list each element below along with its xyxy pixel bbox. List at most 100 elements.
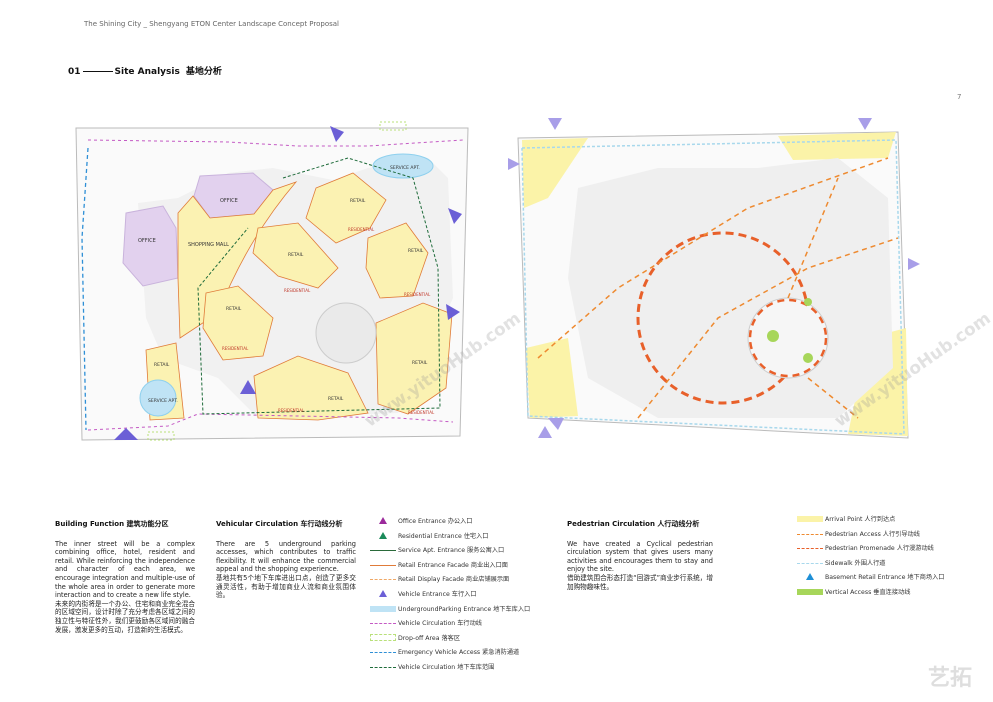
retail-label: RETAIL bbox=[154, 362, 170, 368]
legend-swatch bbox=[379, 590, 387, 597]
basement-extent bbox=[197, 157, 441, 415]
legend-label: Vehicle Entrance 车行入口 bbox=[398, 591, 477, 598]
vehicular-body-cn: 基地共有5个地下车库进出口点，创造了更多交通灵活性，有助于增加商业人流和商业氛围… bbox=[216, 573, 356, 600]
legend-swatch bbox=[797, 589, 823, 595]
pedestrian-body: We have created a Cyclical pedestrian ci… bbox=[567, 539, 713, 574]
legend-label: UndergroundParking Entrance 地下车库入口 bbox=[398, 605, 531, 613]
arrival-arrow bbox=[858, 118, 872, 130]
legend-label: Office Entrance 办公入口 bbox=[398, 518, 473, 525]
vehicular-circulation-text: Vehicular Circulation 车行动线分析 There are 5… bbox=[216, 520, 356, 600]
legend-swatch bbox=[370, 546, 396, 552]
legend-label: Pedestrian Access 人行引导动线 bbox=[825, 530, 920, 538]
legend-swatch bbox=[806, 573, 814, 581]
retail-label: RETAIL bbox=[226, 306, 242, 312]
building-function-title: Building Function 建筑功能分区 bbox=[55, 520, 169, 528]
legend-swatch bbox=[370, 663, 396, 668]
residential-label: RESIDENTIAL bbox=[348, 227, 375, 232]
arrival-arrow bbox=[508, 158, 520, 170]
building-function-plan: OFFICE OFFICE SHOPPING MALL SERVICE APT.… bbox=[75, 121, 469, 441]
residential-label: RESIDENTIAL bbox=[222, 346, 249, 351]
section-name: Site Analysis bbox=[114, 67, 180, 77]
emergency-access bbox=[81, 147, 89, 431]
legend-swatch bbox=[370, 633, 396, 641]
arrival-arrow bbox=[908, 258, 920, 270]
arrival-point bbox=[778, 132, 896, 160]
retail-block bbox=[365, 222, 429, 299]
legend-label: Vehicle Circulation 地下车库范围 bbox=[398, 664, 495, 671]
vehicular-title: Vehicular Circulation 车行动线分析 bbox=[216, 520, 343, 528]
service-apt-label: SERVICE APT. bbox=[390, 165, 420, 171]
vertical-access bbox=[767, 330, 779, 342]
vertical-access bbox=[804, 298, 812, 306]
residential-label: RESIDENTIAL bbox=[404, 292, 431, 297]
legend-swatch bbox=[797, 516, 823, 522]
legend-label: Sidewalk 外围人行道 bbox=[825, 559, 886, 567]
vehicle-entrance-arrow bbox=[446, 304, 460, 320]
vertical-access bbox=[803, 353, 813, 363]
pedestrian-promenade bbox=[748, 298, 828, 378]
vehicle-entrance-arrow bbox=[448, 208, 462, 224]
legend-label: Vehicle Circulation 车行动线 bbox=[398, 620, 482, 628]
legend-swatch bbox=[379, 531, 387, 539]
service-apt-label: SERVICE APT. bbox=[148, 398, 178, 404]
mall-label: SHOPPING MALL bbox=[188, 242, 229, 248]
office-label: OFFICE bbox=[138, 238, 156, 244]
residential-label: RESIDENTIAL bbox=[408, 410, 435, 415]
vehicle-entrance-arrow bbox=[114, 428, 138, 440]
legend-label: Basement Retail Entrance 地下商场入口 bbox=[825, 574, 945, 582]
legend-swatch bbox=[370, 648, 396, 654]
retail-block bbox=[305, 172, 387, 244]
pedestrian-title: Pedestrian Circulation 人行动线分析 bbox=[567, 520, 700, 528]
legend-label: Drop-off Area 落客区 bbox=[398, 634, 461, 642]
section-name-cn: 基地分析 bbox=[185, 67, 222, 77]
drop-off-area bbox=[379, 121, 407, 131]
pedestrian-circulation-text: Pedestrian Circulation 人行动线分析 We have cr… bbox=[567, 520, 713, 591]
building-function-body-cn: 未来的内街将是一个办公、住宅和商业完全混合的区域空间，设计时除了充分考虑各区域之… bbox=[55, 599, 195, 634]
building-function-body: The inner street will be a complex combi… bbox=[55, 539, 195, 600]
legend-swatch bbox=[379, 517, 387, 524]
pedestrian-access bbox=[637, 237, 899, 419]
legend-label: Emergency Vehicle Access 紧急消防通道 bbox=[398, 649, 520, 657]
section-title: 01 Site Analysis 基地分析 bbox=[68, 64, 222, 77]
legend-label: Vertical Access 垂直连接动线 bbox=[825, 589, 911, 596]
retail-block bbox=[202, 285, 274, 361]
legend-swatch bbox=[370, 575, 396, 581]
drop-off-area bbox=[147, 431, 175, 441]
legend-label: Arrival Point 人行到达点 bbox=[825, 516, 896, 523]
retail-label: RETAIL bbox=[408, 248, 424, 254]
vehicle-entrance-arrow bbox=[240, 380, 256, 394]
legend-label: Service Apt. Entrance 服务公寓入口 bbox=[398, 547, 505, 555]
retail-label: RETAIL bbox=[328, 396, 344, 402]
vehicle-entrance-arrow bbox=[330, 126, 344, 142]
office-label: OFFICE bbox=[220, 198, 238, 204]
legend-label: Retail Display Facade 商业店铺展示面 bbox=[398, 576, 510, 584]
retail-block bbox=[253, 355, 369, 421]
legend-swatch bbox=[370, 605, 396, 612]
legend-label: Retail Entrance Facade 商业出入口面 bbox=[398, 561, 508, 569]
legend-swatch bbox=[370, 561, 396, 566]
page-number: 7 bbox=[957, 93, 962, 101]
residential-label: RESIDENTIAL bbox=[284, 288, 311, 293]
pedestrian-access bbox=[807, 377, 859, 419]
legend-swatch bbox=[797, 559, 823, 564]
legend-swatch bbox=[797, 544, 823, 550]
site-logo: 艺拓 bbox=[928, 666, 973, 691]
legend-swatch bbox=[370, 619, 396, 625]
legend-swatch bbox=[797, 530, 823, 535]
arrival-arrow bbox=[548, 118, 562, 130]
pedestrian-body-cn: 借助建筑围合形态打造“回游式”商业步行系统，增加购物趣味性。 bbox=[567, 573, 713, 591]
section-number: 01 bbox=[68, 67, 81, 77]
legend-label: Pedestrian Promenade 人行漫游动线 bbox=[825, 545, 934, 553]
arrival-point bbox=[522, 138, 588, 208]
retail-label: RETAIL bbox=[412, 360, 428, 366]
residential-label: RESIDENTIAL bbox=[278, 408, 305, 413]
arrival-point bbox=[848, 328, 908, 436]
document-header: The Shining City _ Shengyang ETON Center… bbox=[84, 20, 340, 28]
retail-label: RETAIL bbox=[350, 198, 366, 204]
vehicle-circulation bbox=[87, 139, 464, 147]
pedestrian-access bbox=[787, 177, 839, 299]
arrival-arrow bbox=[538, 426, 552, 438]
retail-label: RETAIL bbox=[288, 252, 304, 258]
arrival-arrow bbox=[548, 418, 564, 430]
